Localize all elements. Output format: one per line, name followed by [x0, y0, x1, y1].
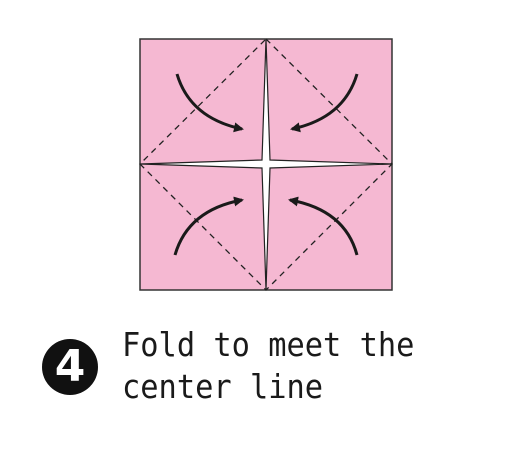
instruction-text: Fold to meet the center line	[122, 324, 462, 408]
origami-diagram	[139, 38, 393, 291]
instruction-line-2: center line	[122, 367, 324, 406]
center-cross-gap	[139, 38, 393, 291]
arrow-top-left	[175, 73, 244, 133]
arrow-bottom-right	[288, 196, 359, 256]
instruction-line-1: Fold to meet the	[122, 325, 415, 364]
step-number-badge: 4	[42, 339, 98, 395]
step-number: 4	[54, 341, 86, 392]
arrow-bottom-left	[173, 196, 244, 256]
arrow-top-right	[290, 73, 359, 133]
